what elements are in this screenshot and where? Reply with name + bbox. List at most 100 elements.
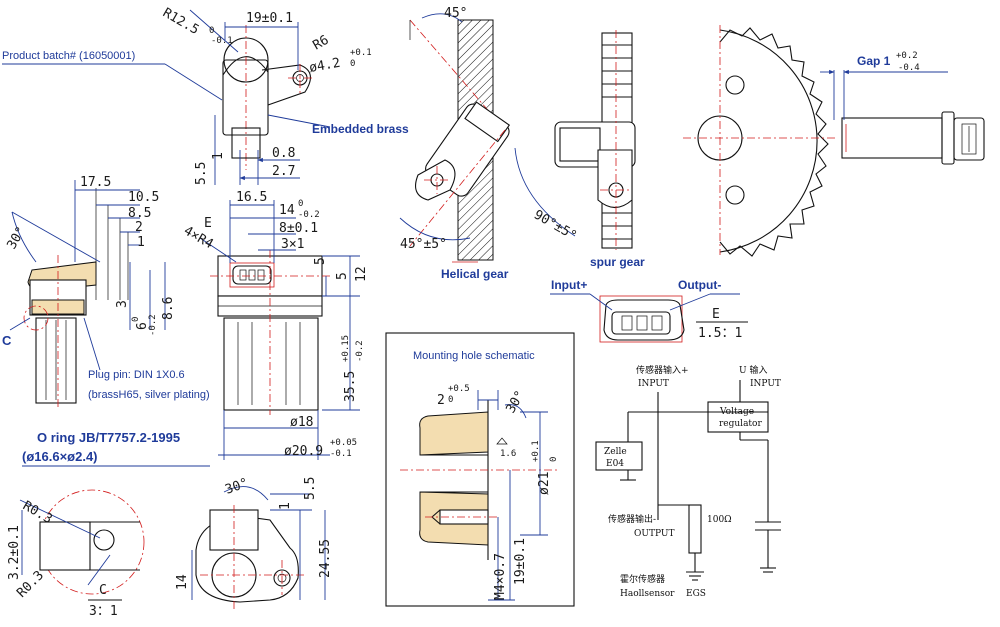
sensor-input-cn: 传感器输入+ <box>636 364 689 376</box>
dim-45-top: 45° <box>444 6 467 21</box>
svg-text:8.5: 8.5 <box>128 206 151 221</box>
dim-45-bottom: 45°±5° <box>400 237 447 252</box>
dim-35-5: 35.5 <box>343 371 358 402</box>
output-minus-label: Output- <box>678 278 721 292</box>
left-side-view <box>9 180 166 410</box>
svg-text:-0.4: -0.4 <box>898 63 920 73</box>
svg-text:5.5: 5.5 <box>303 477 318 500</box>
dim-19-mh: 19±0.1 <box>513 538 528 585</box>
o-ring-label-1: O ring JB/T7757.2-1995 <box>37 430 180 445</box>
dim-30-bottom: 30° <box>223 476 250 498</box>
svg-text:+0.5: +0.5 <box>448 384 470 394</box>
top-view-sensor <box>164 9 331 185</box>
egs-label: EGS <box>686 589 706 599</box>
svg-text:3: 3 <box>115 300 130 308</box>
svg-text:E: E <box>204 216 212 231</box>
svg-text:1: 1 <box>278 502 293 510</box>
mounting-hole-schematic <box>385 332 575 607</box>
dim-8: 8±0.1 <box>279 221 318 236</box>
svg-text:5: 5 <box>313 257 328 265</box>
zelle-1: Zelle <box>604 447 627 457</box>
voltage-regulator-1: Voltage <box>719 407 754 417</box>
svg-text:+0.1: +0.1 <box>531 440 541 462</box>
svg-text:0: 0 <box>350 59 355 69</box>
view-e-connector <box>550 293 740 343</box>
svg-text:8.6: 8.6 <box>161 297 176 320</box>
view-c-scale: 3：1 <box>89 604 118 619</box>
dim-16-5: 16.5 <box>236 190 267 205</box>
dim-r6: R6 <box>311 33 332 54</box>
dim-r0-3-a: R0.3 <box>20 498 55 527</box>
dim-3-2: 3.2±0.1 <box>7 525 22 580</box>
svg-text:10.5: 10.5 <box>128 190 159 205</box>
svg-text:14: 14 <box>175 574 190 590</box>
o-ring-label-2: (ø16.6×ø2.4) <box>22 449 98 464</box>
dim-90: 90°±5° <box>531 207 579 243</box>
svg-text:5: 5 <box>335 272 350 280</box>
dim-d4-2: ø4.2 <box>308 56 341 76</box>
bottom-flange-view <box>191 486 326 610</box>
svg-text:-0.2: -0.2 <box>148 314 158 336</box>
svg-text:-0.1: -0.1 <box>211 36 233 46</box>
svg-text:0: 0 <box>209 26 214 36</box>
svg-text:0: 0 <box>298 199 303 209</box>
view-c-left-letter: C <box>2 333 12 348</box>
view-e-scale: 1.5：1 <box>698 326 742 341</box>
detail-c <box>19 489 145 595</box>
hall-sensor-en: Haollsensor <box>620 589 675 599</box>
svg-text:1: 1 <box>137 235 145 250</box>
large-gear-view <box>683 25 985 257</box>
dim-r12-5: R12.5 <box>160 5 201 38</box>
svg-text:-0.2: -0.2 <box>355 340 365 362</box>
svg-text:1.6: 1.6 <box>500 449 516 459</box>
front-view <box>199 200 360 460</box>
resistor-label: 100Ω <box>707 515 732 525</box>
view-e-letter: E <box>712 307 720 322</box>
svg-text:+0.2: +0.2 <box>896 51 918 61</box>
svg-text:0: 0 <box>549 457 559 462</box>
mounting-hole-title: Mounting hole schematic <box>413 350 535 362</box>
svg-text:-0.1: -0.1 <box>330 449 352 459</box>
dim-19: 19±0.1 <box>246 11 293 26</box>
dim-d21: ø21 <box>537 472 552 495</box>
svg-text:-0.2: -0.2 <box>298 210 320 220</box>
svg-text:+0.1: +0.1 <box>350 48 372 58</box>
dim-m4: M4×0.7 <box>493 553 508 600</box>
dim-2-mh: 2 <box>437 393 445 408</box>
embedded-brass-label: Embedded brass <box>312 122 409 136</box>
gap-label: Gap 1 <box>857 54 891 68</box>
dim-d18: ø18 <box>290 415 313 430</box>
svg-text:0: 0 <box>131 317 141 322</box>
u-input-en: INPUT <box>750 379 781 389</box>
dim-24-55: 24.55 <box>318 539 333 578</box>
svg-text:12: 12 <box>354 266 369 282</box>
zelle-2: E04 <box>606 459 624 469</box>
spur-gear-view <box>554 30 636 250</box>
input-plus-label: Input+ <box>551 278 587 292</box>
svg-text:2: 2 <box>135 220 143 235</box>
product-batch-label: Product batch# (16050001) <box>2 50 135 62</box>
dim-14: 14 <box>279 203 295 218</box>
svg-text:+0.15: +0.15 <box>341 335 351 362</box>
plug-pin-label-2: (brassH65, silver plating) <box>88 389 210 401</box>
spur-gear-label: spur gear <box>590 255 645 269</box>
dim-30-left: 30° <box>4 224 29 252</box>
hall-sensor-cn: 霍尔传感器 <box>620 573 665 585</box>
dim-d20-9: ø20.9 <box>284 444 323 459</box>
svg-text:5.5: 5.5 <box>194 162 209 185</box>
dim-0-8: 0.8 <box>272 146 295 161</box>
voltage-regulator-2: regulator <box>719 419 762 429</box>
u-input-cn: U 输入 <box>739 364 767 376</box>
view-c-letter: C <box>99 583 107 598</box>
sensor-input-en: INPUT <box>638 379 669 389</box>
dim-3x1: 3×1 <box>281 237 304 252</box>
sensor-output-en: OUTPUT <box>634 529 674 539</box>
dim-2-7: 2.7 <box>272 164 295 179</box>
plug-pin-label-1: Plug pin: DIN 1X0.6 <box>88 369 185 381</box>
svg-text:0: 0 <box>448 395 453 405</box>
svg-text:6: 6 <box>135 322 150 330</box>
svg-text:+0.05: +0.05 <box>330 438 357 448</box>
helical-gear-label: Helical gear <box>441 267 509 281</box>
dim-17-5: 17.5 <box>80 175 111 190</box>
